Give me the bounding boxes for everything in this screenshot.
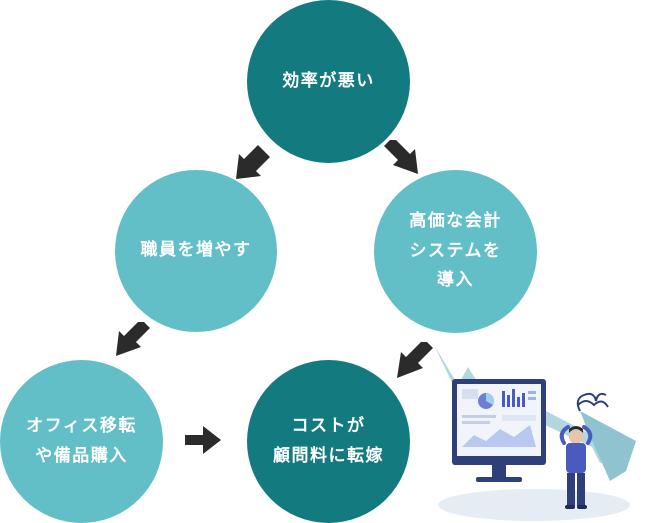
node-expensive-system-line-1: 高価な会計 bbox=[409, 210, 502, 231]
arrow-icon bbox=[185, 426, 221, 454]
node-expensive-system-line-2: システムを bbox=[409, 240, 502, 261]
node-hire-staff: 職員を増やす bbox=[115, 170, 277, 332]
node-cost-line-1: コストが bbox=[291, 415, 366, 436]
stressed-person-with-monitor-icon bbox=[430, 345, 646, 523]
node-inefficient-label: 効率が悪い bbox=[282, 70, 375, 91]
node-office-relocation-line-2: や備品購入 bbox=[35, 445, 128, 466]
node-cost-passed-to-fees: コストが 顧問料に転嫁 bbox=[247, 360, 410, 523]
arrow-icon bbox=[116, 322, 150, 356]
node-office-relocation-line-1: オフィス移転 bbox=[26, 415, 137, 436]
arrow-icon bbox=[384, 140, 418, 174]
node-cost-line-2: 顧問料に転嫁 bbox=[273, 445, 384, 466]
node-expensive-system-line-3: 導入 bbox=[437, 270, 474, 291]
node-office-relocation: オフィス移転 や備品購入 bbox=[0, 360, 163, 523]
node-expensive-accounting-system: 高価な会計 システムを 導入 bbox=[374, 170, 537, 333]
arrow-icon bbox=[397, 342, 433, 378]
node-hire-staff-label: 職員を増やす bbox=[140, 240, 252, 261]
arrow-icon bbox=[236, 145, 270, 179]
node-inefficient: 効率が悪い bbox=[247, 0, 410, 163]
